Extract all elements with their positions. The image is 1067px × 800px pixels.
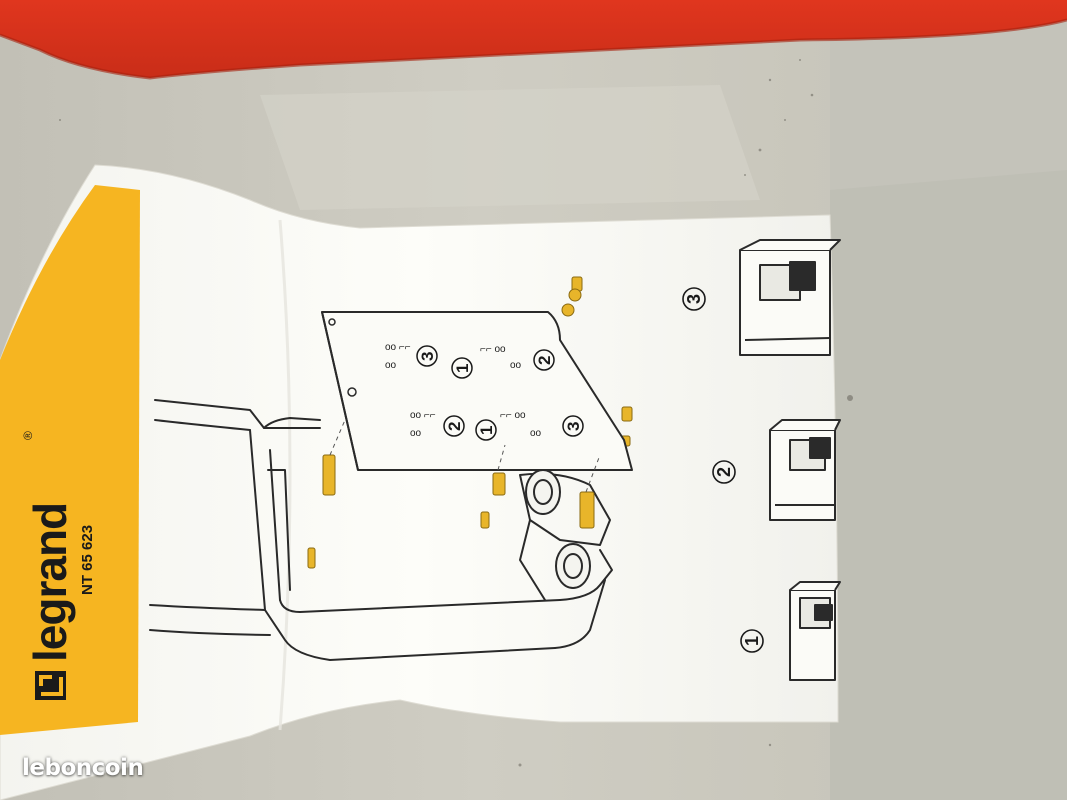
legrand-logo: legrand ® NT 65 623 <box>21 431 96 700</box>
brand-wordmark: legrand <box>24 503 76 662</box>
svg-text:oo ⌐⌐: oo ⌐⌐ <box>410 410 436 421</box>
svg-text:oo: oo <box>510 360 522 371</box>
plate-label-lower-2: 1 <box>477 426 496 435</box>
svg-text:⌐⌐ oo: ⌐⌐ oo <box>480 344 506 355</box>
mounting-plate <box>321 311 633 471</box>
step-number-1: 1 <box>742 636 762 646</box>
step-module-drawings <box>739 239 841 681</box>
shadow-patch <box>830 170 1067 800</box>
svg-text:oo: oo <box>410 428 422 439</box>
plate-label-lower-1: 2 <box>445 422 464 431</box>
svg-text:oo: oo <box>385 360 397 371</box>
leaflet-fold <box>278 219 292 731</box>
lower-row-labels: 2 1 3 <box>443 415 584 441</box>
light-patch <box>260 85 760 210</box>
leboncoin-watermark: leboncoin <box>22 755 144 781</box>
document-reference: NT 65 623 <box>79 525 96 595</box>
contact-symbols: oo ⌐⌐ oo ⌐⌐ oo oo oo ⌐⌐ oo ⌐⌐ oo oo <box>385 342 542 439</box>
step-numbers: 3 2 1 <box>682 287 764 653</box>
plate-label-lower-3: 3 <box>564 422 583 431</box>
upper-row-labels: 3 1 2 <box>416 345 555 379</box>
instruction-leaflet <box>0 164 839 800</box>
enclosure-box-drawing <box>149 399 613 661</box>
assembly-guide-lines <box>329 419 601 493</box>
registered-mark: ® <box>21 431 35 440</box>
plate-label-upper-3: 2 <box>535 356 554 365</box>
plate-label-upper-1: 3 <box>418 352 437 361</box>
svg-text:oo: oo <box>530 428 542 439</box>
svg-text:⌐⌐ oo: ⌐⌐ oo <box>500 410 526 421</box>
plate-label-upper-2: 1 <box>453 364 472 373</box>
brand-band <box>0 185 140 735</box>
module-step-3 <box>739 239 841 356</box>
red-case-edge <box>0 18 1067 80</box>
plate-labels: 3 1 2 2 1 3 <box>385 342 584 441</box>
legrand-logo-mark <box>35 671 66 700</box>
red-case <box>0 0 1067 78</box>
module-step-1 <box>789 581 841 681</box>
step-number-2: 2 <box>714 467 734 477</box>
boss-circles <box>525 469 591 589</box>
module-step-2 <box>769 419 841 521</box>
svg-text:oo ⌐⌐: oo ⌐⌐ <box>385 342 411 353</box>
step-number-3: 3 <box>684 294 704 304</box>
